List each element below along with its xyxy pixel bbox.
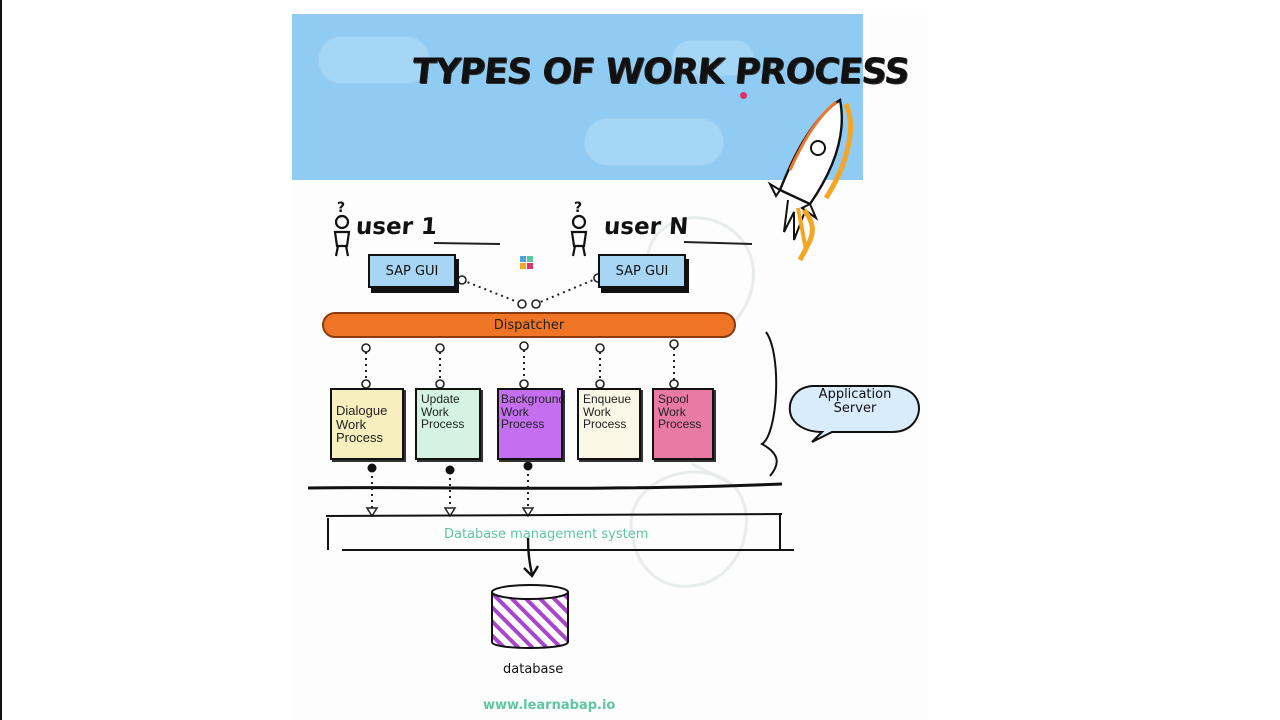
database-cylinder-icon xyxy=(491,584,569,649)
app-server-bracket xyxy=(760,331,778,477)
application-server-bubble: Application Server xyxy=(790,386,918,430)
user-n-label: user N xyxy=(603,214,690,240)
dbms-box xyxy=(325,513,794,551)
footer-link[interactable]: www.learnabap.io xyxy=(483,698,616,713)
cloud-icon xyxy=(318,36,430,84)
sap-gui-box-user-n: SAP GUI xyxy=(598,254,686,288)
rocket-icon xyxy=(767,98,853,262)
dbms-connections xyxy=(371,468,529,508)
svg-text:?: ? xyxy=(337,200,345,216)
gui-connections xyxy=(461,277,599,304)
update-work-process-box: Update Work Process xyxy=(415,388,481,460)
spool-work-process-box: Spool Work Process xyxy=(652,388,714,460)
application-server-label-line-1: Application xyxy=(818,387,892,402)
title-banner xyxy=(292,14,863,180)
enqueue-work-process-box: Enqueue Work Process xyxy=(577,388,641,460)
lightbulb-watermark-icon xyxy=(629,216,755,588)
dispatcher-connections xyxy=(365,348,675,382)
dialogue-work-process-box: Dialogue Work Process xyxy=(330,388,404,460)
speech-bubble xyxy=(788,385,920,443)
user-figure-icon: ? xyxy=(333,200,351,257)
svg-text:?: ? xyxy=(574,200,582,216)
title-accent-dot xyxy=(740,92,747,99)
diagram-canvas: TYPES OF WORK PROCESS ? ? xyxy=(292,14,928,720)
dbms-label: Database management system xyxy=(444,527,649,542)
user-figure-icon: ? xyxy=(570,200,588,257)
process-baseline xyxy=(307,482,783,490)
frame-border xyxy=(0,0,2,720)
cloud-icon xyxy=(584,118,724,166)
logo-grid-icon xyxy=(520,256,533,269)
diagram-lines: ? ? xyxy=(307,98,920,649)
sap-gui-box-user-1: SAP GUI xyxy=(368,254,456,288)
background-work-process-box: Background Work Process xyxy=(497,388,565,460)
dispatcher-bar: Dispatcher xyxy=(322,312,736,338)
database-label: database xyxy=(503,662,564,677)
application-server-label-line-2: Server xyxy=(833,400,877,416)
user-1-label: user 1 xyxy=(355,214,438,240)
cloud-icon xyxy=(672,40,754,76)
